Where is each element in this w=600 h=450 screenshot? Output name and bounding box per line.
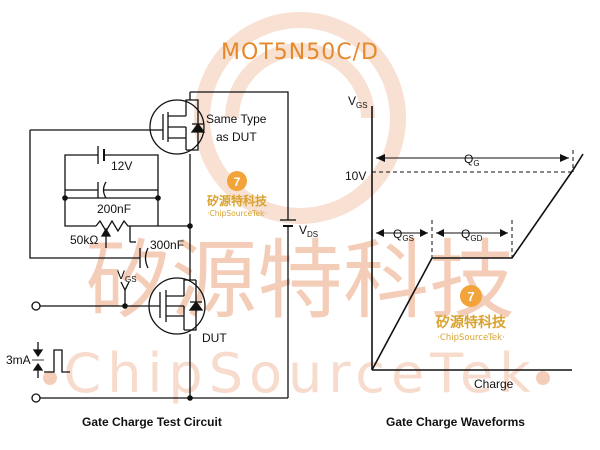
x-axis-label: Charge <box>474 377 514 391</box>
cap-200nf-label: 200nF <box>97 202 131 216</box>
resistor-50k-label: 50kΩ <box>70 233 98 247</box>
circuit-nodes <box>62 195 193 401</box>
watermark-en: ChipSourceTek <box>64 342 537 405</box>
logo-small-cn-1: 矽源特科技 <box>207 193 268 208</box>
svg-text:7: 7 <box>467 289 474 304</box>
qgd-label: QGD <box>461 227 483 243</box>
upper-mosfet <box>149 99 205 155</box>
svg-text:7: 7 <box>234 175 241 189</box>
qg-label: QG <box>464 152 480 168</box>
logo-small-en-2: ·ChipSourceTek· <box>437 333 505 343</box>
qgs-label: QGS <box>393 227 414 243</box>
logo-small-en-1: ·ChipSourceTek· <box>207 209 267 218</box>
level-10v-label: 10V <box>345 169 366 183</box>
chipsourcetek-logo-icon: 7 矽源特科技 ·ChipSourceTek· <box>207 171 268 218</box>
dut-label: DUT <box>202 331 227 345</box>
cap-300nf-label: 300nF <box>150 238 184 252</box>
watermark-cn: 矽源特科技 <box>85 231 515 331</box>
waveform-caption: Gate Charge Waveforms <box>386 415 525 429</box>
waveform-arrows <box>376 154 569 237</box>
page-title: MOT5N50C/D <box>221 40 379 65</box>
cap-12v-label: 12V <box>111 159 132 173</box>
same-type-label-2: as DUT <box>216 130 257 144</box>
waveform-graph <box>371 106 584 371</box>
watermark: 矽源特科技 ChipSourceTek <box>43 12 550 405</box>
vds-label: VDS <box>299 223 318 239</box>
y-axis-label: VGS <box>348 94 368 110</box>
current-label: 3mA <box>6 353 31 367</box>
logo-small-cn-2: 矽源特科技 <box>436 314 507 331</box>
vgs-label: VGS <box>117 268 137 284</box>
same-type-label-1: Same Type <box>206 112 267 126</box>
test-circuit <box>29 91 296 403</box>
circuit-caption: Gate Charge Test Circuit <box>82 415 222 429</box>
chipsourcetek-logo-icon-2: 7 矽源特科技 ·ChipSourceTek· <box>436 285 507 343</box>
